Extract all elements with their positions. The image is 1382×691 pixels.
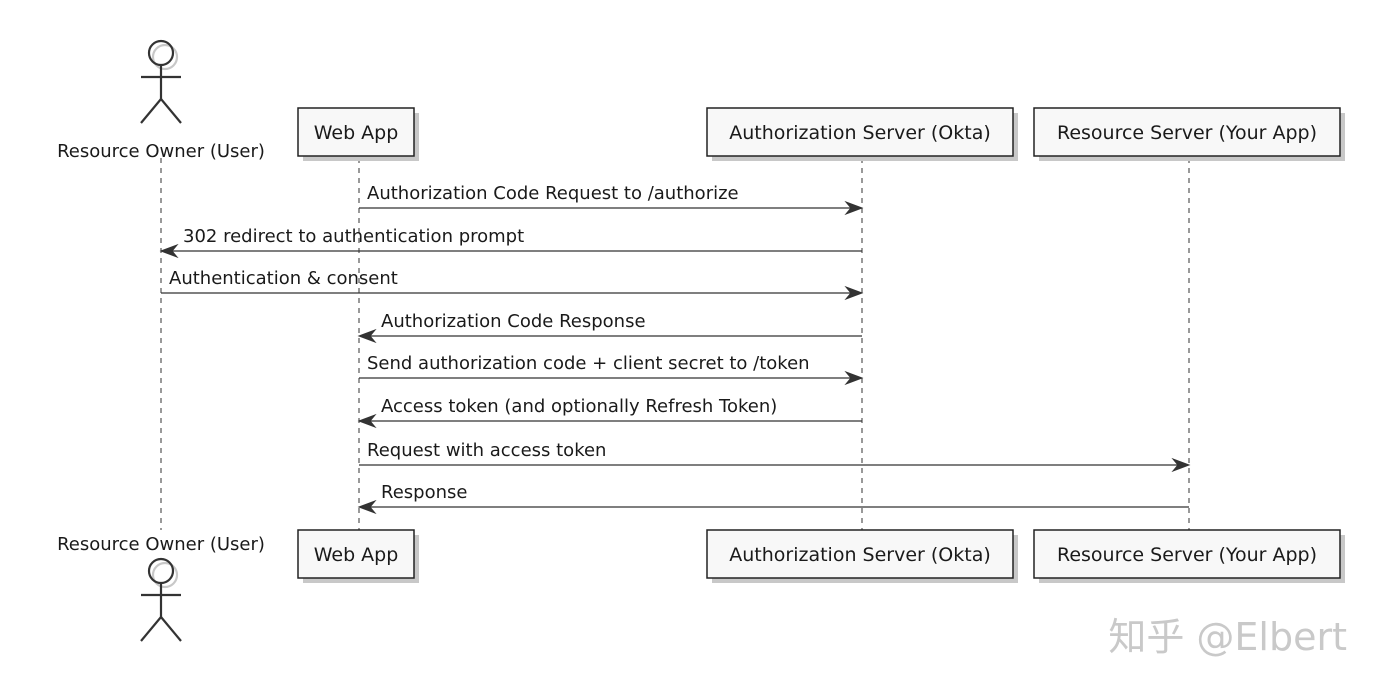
participant-label-top-authserver: Authorization Server (Okta): [729, 122, 991, 144]
message-label-7: Request with access token: [367, 440, 606, 461]
message-arrowhead-2: [159, 243, 179, 259]
message-label-5: Send authorization code + client secret …: [367, 353, 810, 374]
message-label-2: 302 redirect to authentication prompt: [183, 226, 524, 247]
message-arrowhead-7: [1171, 457, 1191, 473]
participant-box-bottom-resserver: [1033, 529, 1341, 579]
participant-label-bottom-resserver: Resource Server (Your App): [1057, 544, 1317, 566]
participant-label-top-webapp: Web App: [314, 122, 399, 144]
participant-label-top-resserver: Resource Server (Your App): [1057, 122, 1317, 144]
participant-box-bottom-webapp: [297, 529, 415, 579]
participant-box-top-webapp: [297, 107, 415, 157]
message-label-3: Authentication & consent: [169, 268, 398, 289]
message-arrowhead-8: [357, 499, 377, 515]
message-arrowhead-6: [357, 413, 377, 429]
participant-label-top-user: Resource Owner (User): [57, 141, 265, 162]
actor-user-top-leg-left: [140, 98, 162, 124]
actor-user-bottom-leg-left: [140, 616, 162, 642]
participant-label-bottom-user: Resource Owner (User): [57, 534, 265, 555]
message-label-6: Access token (and optionally Refresh Tok…: [381, 396, 777, 417]
participant-box-bottom-authserver: [706, 529, 1014, 579]
message-arrowhead-3: [844, 285, 864, 301]
message-arrowhead-5: [844, 370, 864, 386]
message-arrowhead-1: [844, 200, 864, 216]
actor-user-top-head-shadow: [151, 43, 179, 71]
participant-box-top-authserver: [706, 107, 1014, 157]
actor-user-bottom-leg-right: [160, 616, 182, 642]
watermark-text: 知乎 @Elbert: [1108, 615, 1347, 659]
message-label-1: Authorization Code Request to /authorize: [367, 183, 739, 204]
message-label-8: Response: [381, 482, 467, 503]
message-label-4: Authorization Code Response: [381, 311, 646, 332]
actor-user-bottom-head-shadow: [151, 561, 179, 589]
participant-label-bottom-webapp: Web App: [314, 544, 399, 566]
message-arrowhead-4: [357, 328, 377, 344]
participant-label-bottom-authserver: Authorization Server (Okta): [729, 544, 991, 566]
actor-user-top-leg-right: [160, 98, 182, 124]
participant-box-top-resserver: [1033, 107, 1341, 157]
